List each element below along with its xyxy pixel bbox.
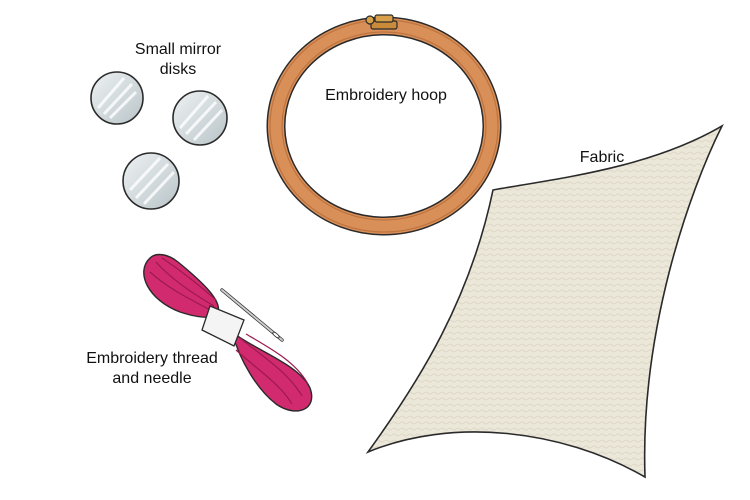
- fabric-sheet-icon: [365, 123, 724, 479]
- mirror-disks-label: Small mirror disks: [134, 41, 222, 78]
- mirror-disk-icon: [122, 152, 180, 210]
- hoop-label: Embroidery hoop: [325, 87, 447, 104]
- fabric-label: Fabric: [579, 149, 625, 166]
- needle-icon: [220, 288, 284, 342]
- mirror-disk-icon: [172, 90, 228, 146]
- embroidery-hoop-icon: [266, 14, 502, 236]
- mirror-disk-icon: [90, 71, 144, 125]
- thread-skein-icon: [143, 253, 313, 412]
- thread-needle-label: Embroidery thread and needle: [86, 350, 218, 387]
